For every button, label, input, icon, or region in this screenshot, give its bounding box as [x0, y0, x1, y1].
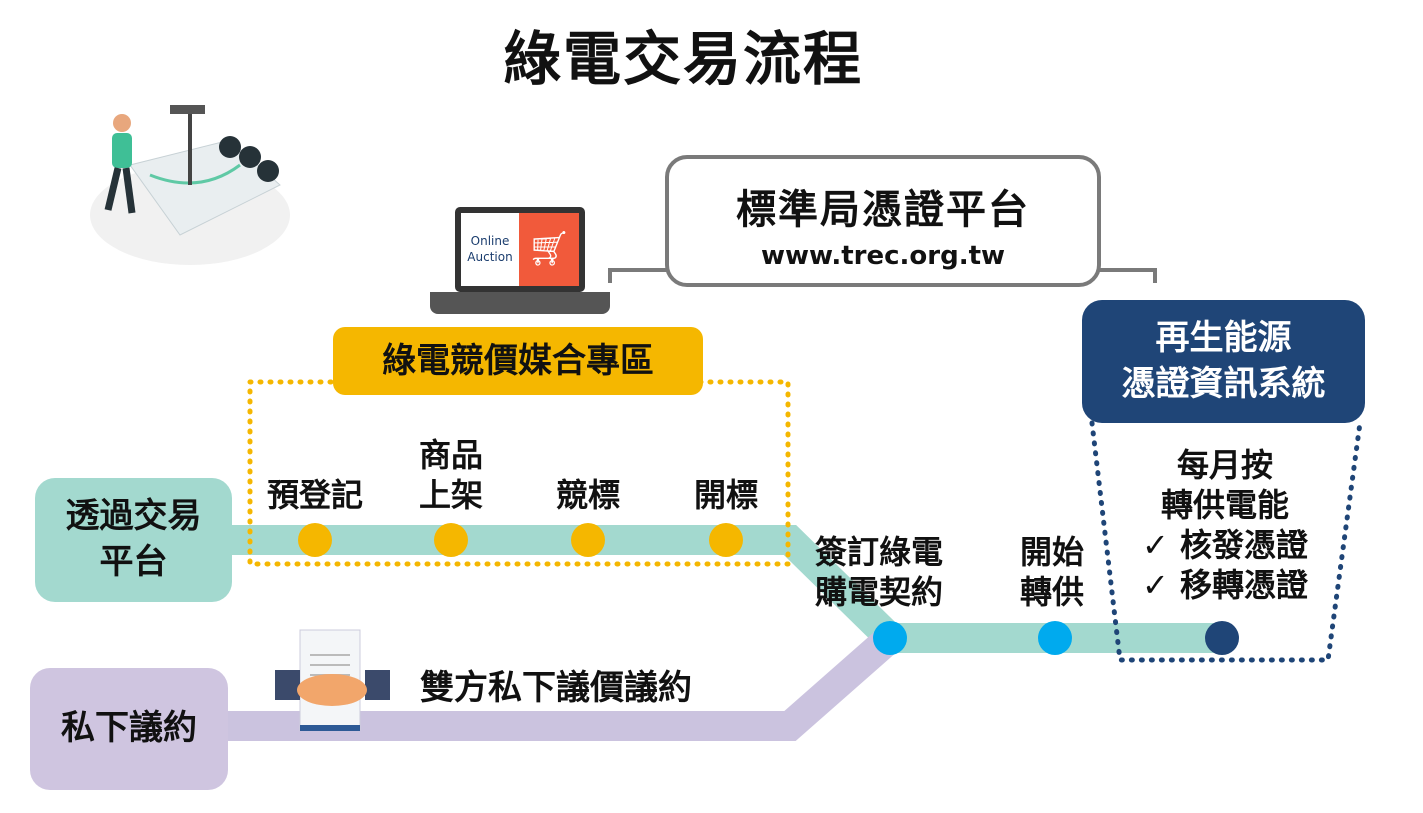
private-route-line: [228, 626, 900, 741]
step-dot-bidding: [571, 523, 605, 557]
contract-line1: 簽訂綠電: [815, 533, 944, 571]
monthly-line1: 每月按: [1176, 446, 1273, 484]
check-issue-certificate: ✓ 核發憑證: [1142, 526, 1308, 564]
private-route-box: 私下議約: [30, 668, 228, 790]
contract-label: 簽訂綠電 購電契約: [815, 532, 943, 612]
contract-line2: 購電契約: [815, 573, 944, 611]
platform-route-box: 透過交易平台: [35, 478, 232, 602]
map-traveler-illustration: [90, 105, 290, 265]
laptop-icon: Online Auction 🛒︎: [455, 207, 585, 292]
laptop-text-auction: Auction: [467, 250, 513, 264]
registry-line2: 憑證資訊系統: [1121, 363, 1326, 404]
step-label-listing-1: 商品: [418, 436, 483, 474]
transfer-line2: 轉供: [1020, 573, 1085, 611]
step-dot-certificate: [1205, 621, 1239, 655]
step-label-listing-2: 上架: [418, 476, 483, 514]
step-label-preregister: 預登記: [266, 476, 363, 514]
registry-box: 再生能源憑證資訊系統: [1082, 300, 1365, 423]
step-label-listing: 商品 上架: [401, 435, 501, 515]
laptop-keyboard: [430, 292, 610, 314]
cart-icon: 🛒︎: [519, 213, 579, 286]
step-label-bidding: 競標: [555, 476, 620, 514]
check-transfer-certificate: ✓ 移轉憑證: [1142, 566, 1308, 604]
registry-zone-border: [1089, 420, 1363, 663]
certificate-platform-box: 標準局憑證平台 www.trec.org.tw: [665, 155, 1101, 287]
monthly-label: 每月按 轉供電能 ✓ 核發憑證 ✓ 移轉憑證: [1125, 445, 1325, 605]
laptop-text-online: Online: [470, 234, 510, 248]
transfer-line1: 開始: [1020, 533, 1085, 571]
private-negotiation-label: 雙方私下議價議約: [420, 668, 692, 708]
monthly-line2: 轉供電能: [1160, 486, 1289, 524]
platform-route-line1: 透過交易: [65, 496, 202, 537]
certificate-platform-url[interactable]: www.trec.org.tw: [760, 241, 1006, 271]
step-dot-transfer: [1038, 621, 1072, 655]
step-dot-opening: [709, 523, 743, 557]
transfer-label: 開始 轉供: [1020, 532, 1084, 612]
platform-route-line2: 平台: [99, 542, 168, 582]
step-dot-preregister: [298, 523, 332, 557]
certificate-platform-name: 標準局憑證平台: [736, 187, 1030, 233]
handshake-contract-icon: [275, 629, 390, 731]
registry-line1: 再生能源: [1155, 317, 1292, 358]
step-label-opening: 開標: [693, 476, 758, 514]
page-title: 綠電交易流程: [502, 25, 863, 93]
step-dot-contract: [873, 621, 907, 655]
step-dot-listing: [434, 523, 468, 557]
auction-zone-label: 綠電競價媒合專區: [333, 327, 703, 395]
